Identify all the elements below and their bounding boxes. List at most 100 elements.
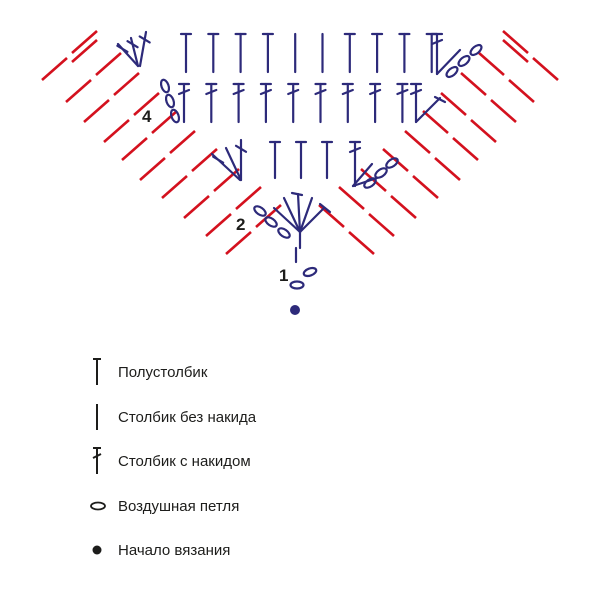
double-crochet xyxy=(232,88,245,96)
row-label-1: 1 xyxy=(279,266,289,285)
border-dash xyxy=(161,175,188,199)
chain-stitch xyxy=(164,93,176,109)
slanted-stitch-tick xyxy=(234,144,248,153)
fan-stitch-top xyxy=(318,202,332,214)
slanted-stitch xyxy=(435,48,462,76)
chain-stitch xyxy=(159,78,171,94)
chain-stitch xyxy=(469,43,483,57)
chain-stitch xyxy=(457,54,471,68)
double-crochet xyxy=(259,88,272,96)
border-dash xyxy=(139,157,166,181)
slanted-stitch-tick xyxy=(212,155,225,164)
border-dash xyxy=(508,79,535,103)
double-crochet xyxy=(205,88,218,96)
double-crochet xyxy=(341,88,354,96)
border-dash xyxy=(412,175,439,199)
chain-stitch xyxy=(277,227,291,239)
legend-label: Столбик с накидом xyxy=(118,453,251,470)
border-dash xyxy=(151,110,178,134)
border-dash xyxy=(95,52,122,76)
single-crochet-icon xyxy=(96,403,98,430)
legend-item: Полустолбик xyxy=(84,355,504,400)
border-dash xyxy=(103,119,130,143)
border-dash xyxy=(83,99,110,123)
double-crochet-icon xyxy=(92,447,102,474)
legend-item: Столбик без накида xyxy=(84,400,504,445)
border-dash xyxy=(452,137,479,161)
chain-stitch xyxy=(289,280,305,290)
legend-item: Начало вязания xyxy=(84,533,504,578)
fan-stitch xyxy=(298,206,326,234)
border-lines xyxy=(41,30,559,255)
legend-item: Воздушная петля xyxy=(84,489,504,534)
border-dash xyxy=(121,137,148,161)
border-dash xyxy=(213,168,240,192)
chain-stitch xyxy=(169,108,181,124)
double-crochet xyxy=(348,146,362,154)
stitch-symbols xyxy=(116,30,483,290)
border-dash xyxy=(169,130,196,154)
border-dash xyxy=(502,39,529,63)
border-dash xyxy=(470,119,497,143)
border-dash xyxy=(348,231,375,255)
chain-stitch-icon xyxy=(90,501,106,510)
row-label-2: 2 xyxy=(236,215,246,234)
slanted-stitch xyxy=(351,176,379,188)
double-crochet xyxy=(287,88,300,96)
double-crochet xyxy=(396,88,409,96)
border-dash xyxy=(368,213,395,237)
legend-label: Воздушная петля xyxy=(118,497,240,515)
border-dash xyxy=(41,57,68,81)
slanted-stitch-tick xyxy=(433,95,447,104)
border-dash xyxy=(532,57,559,81)
border-dash xyxy=(434,157,461,181)
border-dash xyxy=(133,92,160,116)
legend-item: Столбик с накидом xyxy=(84,444,504,489)
slanted-stitch-tick xyxy=(138,35,151,44)
border-dash xyxy=(191,148,218,172)
double-crochet xyxy=(314,88,327,96)
border-dash xyxy=(502,30,529,54)
chain-stitch xyxy=(374,167,388,179)
border-dash xyxy=(490,99,517,123)
border-dash xyxy=(225,231,252,255)
border-dash xyxy=(460,72,487,96)
border-dash xyxy=(205,213,232,237)
double-crochet xyxy=(369,88,382,96)
border-dash xyxy=(113,72,140,96)
chain-stitch xyxy=(445,65,459,79)
start-dot xyxy=(290,305,300,315)
slanted-stitch xyxy=(414,96,442,124)
double-crochet xyxy=(177,88,191,96)
border-dash xyxy=(422,110,449,134)
half-double-crochet-icon xyxy=(93,358,101,385)
start-dot-icon xyxy=(92,545,102,555)
slanted-stitch xyxy=(351,162,374,188)
slanted-stitch-tick xyxy=(126,40,139,49)
slanted-stitch xyxy=(138,30,148,68)
row-label-4: 4 xyxy=(142,107,152,126)
border-dash xyxy=(71,30,98,54)
border-dash xyxy=(440,92,467,116)
chain-stitch xyxy=(253,205,267,217)
border-dash xyxy=(65,79,92,103)
border-dash xyxy=(255,204,282,228)
border-dash xyxy=(382,148,409,172)
slanted-stitch-tick xyxy=(116,44,129,53)
fan-stitch xyxy=(282,196,302,234)
slanted-stitch xyxy=(224,146,243,182)
border-dash xyxy=(235,186,262,210)
double-crochet xyxy=(409,88,423,96)
double-crochet xyxy=(430,38,444,46)
border-dash xyxy=(478,52,505,76)
chain-stitch xyxy=(302,266,318,278)
fan-stitch xyxy=(296,192,302,234)
chain-stitch xyxy=(385,157,399,169)
crochet-chart xyxy=(41,30,559,315)
fan-stitch xyxy=(298,196,314,234)
border-dash xyxy=(183,195,210,219)
fan-stitch xyxy=(272,206,302,234)
border-dash xyxy=(404,130,431,154)
legend-label: Полустолбик xyxy=(118,364,208,381)
legend: Полустолбик Столбик без накида Столбик с… xyxy=(84,355,504,578)
